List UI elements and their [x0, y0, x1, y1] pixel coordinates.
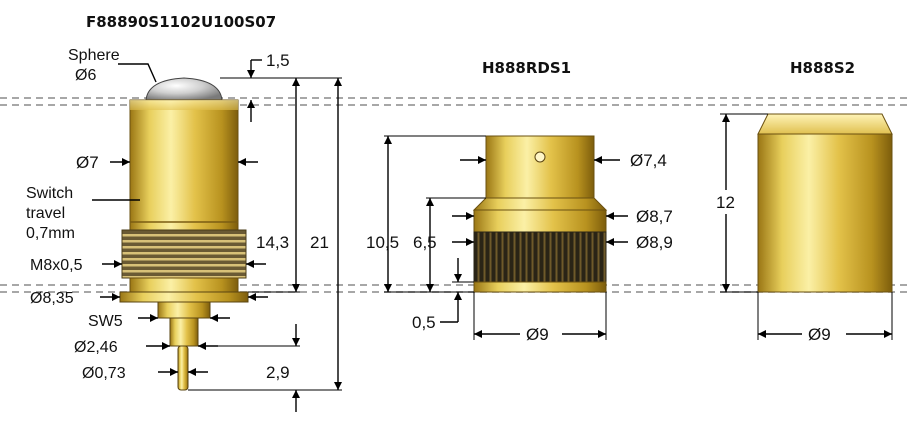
probe-body — [129, 99, 239, 231]
protrusion-dimension: 1,5 — [266, 51, 290, 70]
housing-ring — [473, 209, 607, 233]
housing-ring-diameter: Ø8,7 — [636, 207, 673, 226]
cap-height: 12 — [716, 193, 735, 212]
housing-top-diameter: Ø7,4 — [630, 151, 667, 170]
probe-shaft — [169, 317, 199, 347]
probe-hex — [157, 301, 211, 319]
housing-knurl-height: 6,5 — [413, 233, 437, 252]
housing-base-diameter: Ø9 — [526, 325, 549, 344]
wrench-size: SW5 — [88, 313, 123, 330]
pin-diameter: Ø0,73 — [82, 365, 126, 382]
sphere-label: Sphere — [68, 47, 120, 64]
sphere-diameter: Ø6 — [75, 67, 96, 84]
probe-pin — [177, 345, 189, 391]
sphere-tip — [145, 77, 223, 101]
probe-drawing — [119, 77, 249, 391]
housing-base-height: 0,5 — [412, 313, 436, 332]
thread-spec: M8x0,5 — [30, 257, 83, 274]
switch-travel-line-2: travel — [26, 205, 65, 222]
body-height: 14,3 — [256, 233, 289, 252]
body-diameter: Ø7 — [76, 153, 99, 172]
housing-knurl-diameter: Ø8,9 — [636, 233, 673, 252]
housing-part-number: H888RDS1 — [482, 59, 571, 77]
cap-dimensions — [720, 113, 893, 340]
probe-part-number: F88890S1102U100S07 — [86, 13, 276, 31]
flange-diameter: Ø8,35 — [30, 290, 74, 307]
total-height: 21 — [310, 233, 329, 252]
housing-knurl — [473, 231, 607, 283]
pin-length: 2,9 — [266, 363, 290, 382]
cap-diameter: Ø9 — [808, 325, 831, 344]
probe-dimensions — [92, 59, 342, 412]
probe-thread — [121, 229, 247, 279]
housing-base — [473, 281, 607, 293]
cap-body — [757, 133, 893, 293]
housing-drawing — [472, 135, 608, 293]
housing-top — [485, 135, 595, 199]
switch-travel-line-3: 0,7mm — [26, 225, 75, 242]
housing-dimensions — [384, 135, 628, 340]
cap-drawing — [757, 113, 893, 293]
switch-travel-line-1: Switch — [26, 185, 73, 202]
shaft-diameter: Ø2,46 — [74, 339, 118, 356]
cap-part-number: H888S2 — [790, 59, 855, 77]
housing-total-height: 10,5 — [366, 233, 399, 252]
probe-flange — [119, 291, 249, 303]
housing-hole — [534, 151, 546, 163]
